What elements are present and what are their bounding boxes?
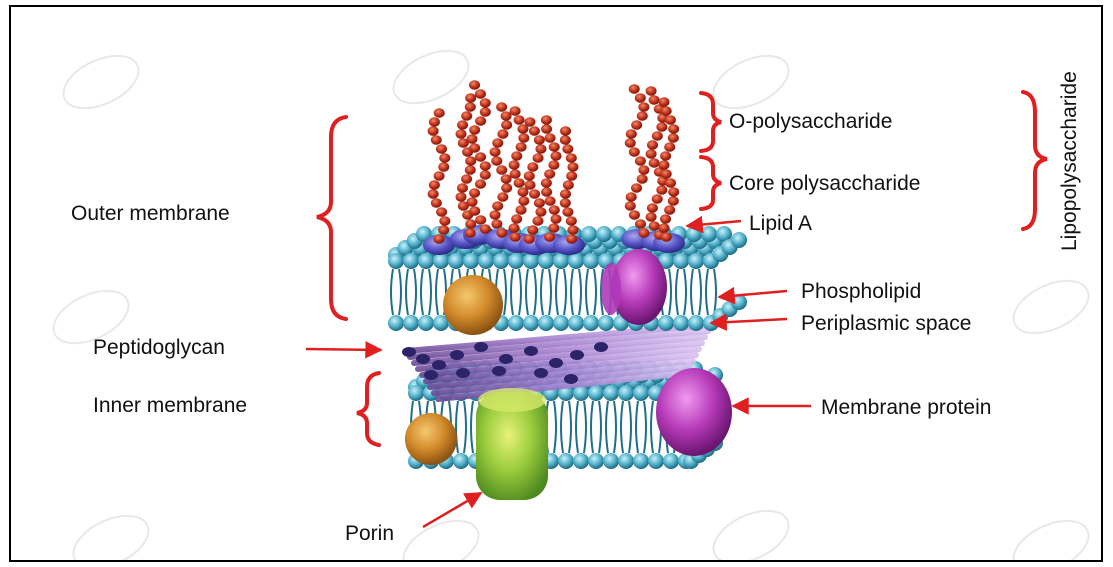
outer-membrane-lipid-tails [391, 269, 716, 315]
lipid-a-arrow [687, 221, 741, 226]
membrane-protein-inner [656, 368, 732, 456]
lipopolysaccharide-brace [1023, 92, 1047, 229]
outer-membrane-brace [317, 117, 346, 319]
phospholipid-arrow [719, 291, 787, 297]
membrane-illustration [11, 7, 1103, 562]
inner-membrane-label: Inner membrane [93, 395, 247, 416]
polysaccharide-chains [428, 80, 680, 244]
peptidoglycan-label: Peptidoglycan [93, 337, 225, 358]
peptidoglycan-arrow [306, 349, 381, 350]
orange-protein-inner [405, 413, 457, 465]
outer-membrane-label: Outer membrane [71, 203, 230, 224]
diagram-frame: O-polysaccharide Core polysaccharide Lip… [9, 5, 1103, 562]
periplasmic-space-label: Periplasmic space [801, 313, 971, 334]
o-polysaccharide-label: O-polysaccharide [729, 111, 892, 132]
core-polysaccharide-brace [701, 157, 721, 209]
o-polysaccharide-brace [701, 93, 721, 151]
porin-label: Porin [345, 523, 394, 544]
core-polysaccharide-label: Core polysaccharide [729, 173, 920, 194]
inner-membrane-brace [357, 373, 379, 445]
orange-protein-outer [443, 275, 503, 335]
lipopolysaccharide-label: Lipopolysaccharide [1059, 71, 1080, 251]
porin [476, 388, 548, 500]
membrane-protein-label: Membrane protein [821, 397, 991, 418]
phospholipid-label: Phospholipid [801, 281, 921, 302]
lipid-a-label: Lipid A [749, 213, 812, 234]
